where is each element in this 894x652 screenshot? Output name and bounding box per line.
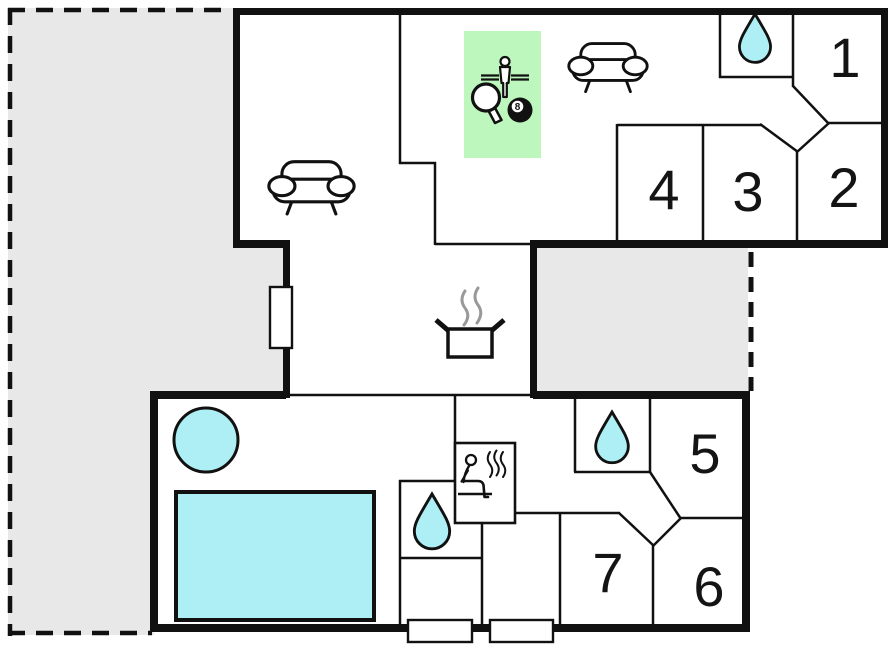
- room-label-3: 3: [732, 160, 763, 223]
- terrace-right: [537, 247, 754, 395]
- hot-tub: [172, 406, 240, 474]
- wall-lower-left: [150, 391, 158, 632]
- door-marker: [488, 618, 555, 644]
- room-label-1: 1: [829, 26, 860, 89]
- cooking-pot-icon: [434, 286, 506, 359]
- wall-lower-right: [742, 391, 750, 632]
- door-marker: [268, 285, 294, 350]
- terrace-right-area: [537, 247, 748, 395]
- wall-upper-bottom-left: [233, 240, 290, 248]
- swimming-pool: [174, 490, 376, 622]
- room-label-7: 7: [592, 541, 623, 604]
- water-drop-icon: [594, 409, 630, 465]
- wall-lower-top-right: [533, 391, 750, 399]
- wall-upper-left: [233, 8, 240, 248]
- room-label-4: 4: [648, 158, 679, 221]
- interior-walls: [289, 11, 884, 629]
- room-label-6: 6: [693, 555, 724, 618]
- room-label-2: 2: [828, 156, 859, 219]
- billiard-ball-icon: 8: [507, 97, 533, 123]
- door-marker: [406, 618, 474, 644]
- sofa-icon: [267, 160, 356, 216]
- terrace-left: [7, 7, 287, 636]
- wall-upper-top: [233, 8, 888, 15]
- table-tennis-paddle-icon: [470, 82, 503, 125]
- billiard-ball-number: 8: [515, 102, 521, 113]
- water-drop-icon: [412, 491, 452, 551]
- door-markers: [268, 285, 555, 644]
- wall-corridor-right: [530, 240, 537, 398]
- sauna-icon: [453, 441, 517, 525]
- foosball-player-icon: [481, 55, 529, 99]
- water-drop-icon: [738, 11, 772, 64]
- room-label-5: 5: [689, 422, 720, 485]
- sofa-icon: [567, 42, 649, 94]
- wall-upper-right: [881, 8, 888, 248]
- wall-lower-top-left: [150, 391, 286, 399]
- terrace-left-area: [8, 8, 287, 635]
- wall-upper-bottom-right: [530, 240, 888, 248]
